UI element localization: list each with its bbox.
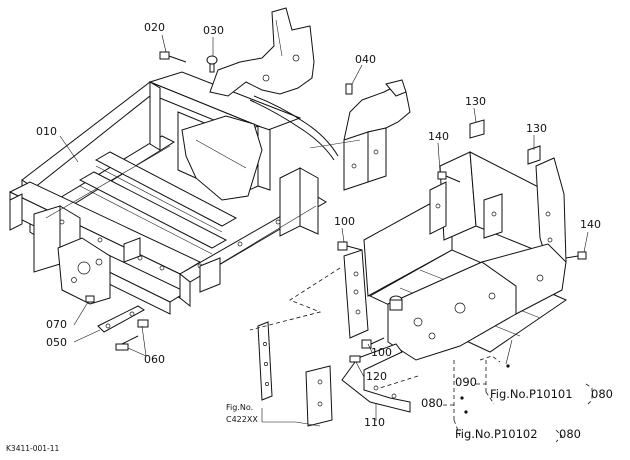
dashed-group-lines [249,267,593,443]
side-plates-c422xx [257,321,333,427]
leader-lines [59,34,589,427]
callout-020: 020 [144,21,165,34]
callout-080-b: 080 [591,387,613,401]
callout-080-a: 080 [421,396,443,410]
callout-070: 070 [46,318,67,331]
callout-120: 120 [366,370,387,383]
callout-140-b: 140 [580,218,601,231]
callout-060: 060 [144,353,165,366]
callout-030: 030 [203,24,224,37]
callout-090: 090 [455,375,477,389]
fig-ref-p10101[interactable]: Fig.No.P10101 [490,387,573,401]
fig-ref-c422xx-label[interactable]: Fig.No. [226,403,254,412]
callout-010: 010 [36,125,57,138]
drawing-code: K3411-001-11 [6,444,60,453]
bracket-040 [309,79,411,191]
right-frame-assembly [337,119,587,413]
fig-ref-c422xx-code[interactable]: C422XX [226,415,258,424]
callout-100-a: 100 [334,215,355,228]
callout-100-b: 100 [371,346,392,359]
callout-040: 040 [355,53,376,66]
fig-ref-p10102[interactable]: Fig.No.P10102 [455,427,538,441]
callout-050: 050 [46,336,67,349]
callout-080-c: 080 [559,427,581,441]
callout-110: 110 [364,416,385,429]
main-frame-010 [8,71,327,351]
callout-140-a: 140 [428,130,449,143]
callout-130-a: 130 [465,95,486,108]
callout-130-b: 130 [526,122,547,135]
